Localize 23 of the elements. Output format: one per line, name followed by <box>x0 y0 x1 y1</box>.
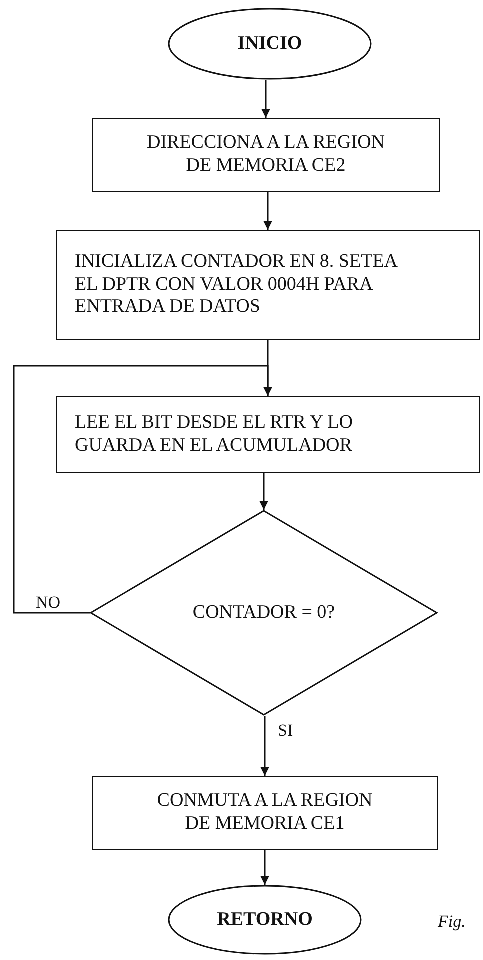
node-text: RETORNO <box>217 908 313 932</box>
node-text: CONTADOR = 0? <box>192 602 336 624</box>
edge-label: SI <box>278 722 294 739</box>
arrow <box>262 80 270 118</box>
process-box <box>56 396 480 473</box>
node-text: DIRECCIONA A LA REGION DE MEMORIA CE2 <box>146 132 386 178</box>
decision-diamond <box>90 510 438 716</box>
node-text: INICIO <box>238 32 302 56</box>
arrow <box>260 473 268 510</box>
process-box <box>92 776 438 850</box>
node-text: CONMUTA A LA REGION DE MEMORIA CE1 <box>156 790 374 836</box>
end-terminal <box>168 885 362 955</box>
arrow <box>264 192 272 230</box>
start-terminal <box>168 8 372 80</box>
node-text: INICIALIZA CONTADOR EN 8. SETEA EL DPTR CON VALOR 0004H PARA ENTRADA DE DATOS <box>75 250 398 320</box>
arrow <box>260 850 270 885</box>
process-box <box>92 118 440 192</box>
process-box <box>56 230 480 340</box>
edge-label: NO <box>36 594 61 611</box>
arrow <box>260 716 270 776</box>
arrow <box>13 365 272 614</box>
figure-label: Fig. <box>438 913 466 930</box>
node-text: LEE EL BIT DESDE EL RTR Y LO GUARDA EN EL ACUMULADOR <box>75 412 354 458</box>
